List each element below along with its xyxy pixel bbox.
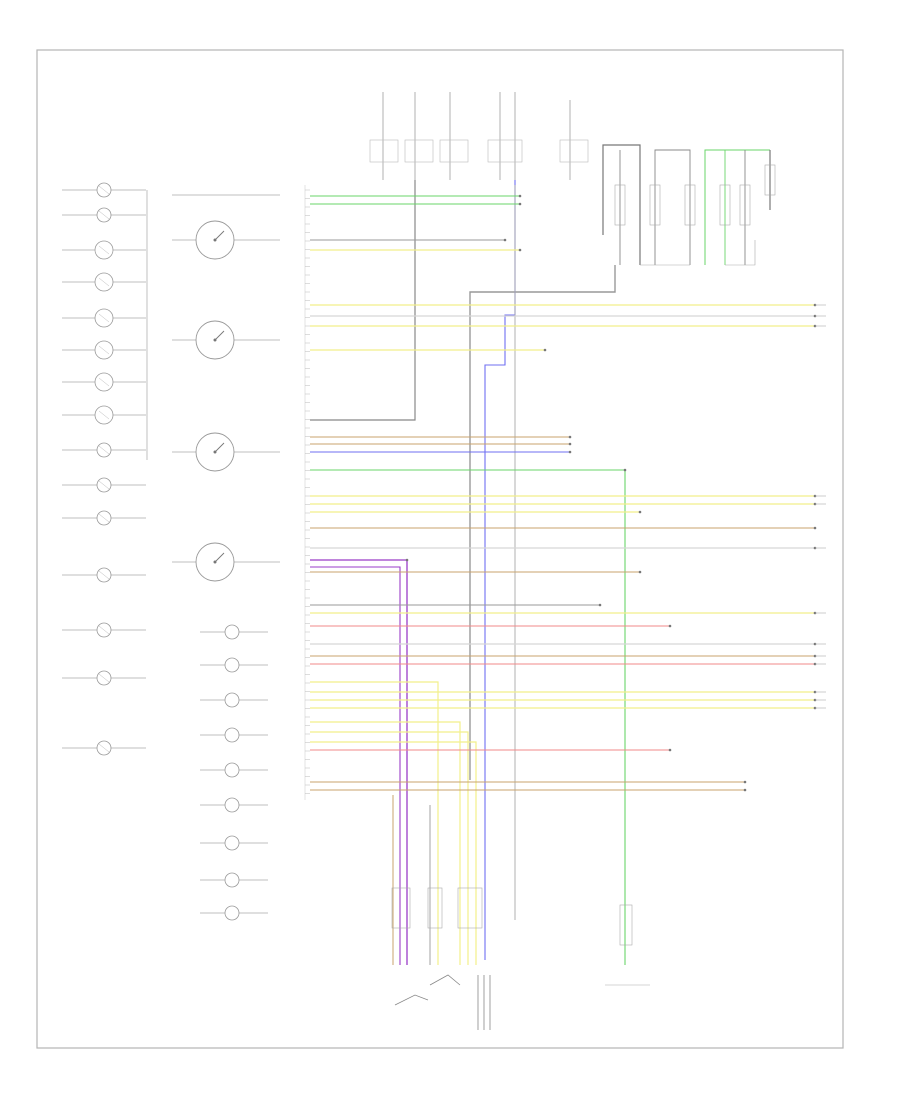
wire-terminal (405, 558, 409, 562)
indicator-lamp (62, 272, 146, 292)
indicator-lamp (200, 624, 268, 640)
indicator-lamp (62, 340, 146, 360)
wire-terminal (638, 510, 642, 514)
center-indicator-column (200, 624, 268, 921)
wire-terminal (813, 526, 817, 530)
bottom-connector-blocks (391, 887, 650, 1030)
connector-pins (305, 189, 310, 794)
wire-terminal (743, 788, 747, 792)
indicator-lamp (62, 567, 146, 583)
indicator-lamp (200, 905, 268, 921)
indicator-lamp (62, 405, 146, 425)
fuse-block-d (487, 139, 523, 163)
indicator-lamp (62, 240, 146, 260)
indicator-lamp (62, 740, 146, 756)
wire-terminal (568, 435, 572, 439)
left-indicator-column (62, 182, 146, 756)
indicator-lamp (200, 762, 268, 778)
indicator-lamp (62, 477, 146, 493)
top-right-switch-group (602, 144, 776, 266)
fuse-block-a (369, 139, 399, 163)
wire-terminal (638, 570, 642, 574)
diagram-frame (36, 49, 844, 1049)
fuse-block-b (404, 139, 434, 163)
indicator-lamp (62, 308, 146, 328)
indicator-lamp (62, 442, 146, 458)
top-fuse-feeds (369, 92, 589, 180)
indicator-lamp (200, 872, 268, 888)
wire-terminal (598, 603, 602, 607)
gauge-column (172, 194, 280, 582)
wire-terminal (543, 348, 547, 352)
indicator-lamp (62, 670, 146, 686)
harness-wires (310, 194, 817, 792)
fuse-block-e (559, 139, 589, 163)
fuel-gauge (172, 542, 280, 582)
wire-terminal (568, 450, 572, 454)
indicator-lamp (200, 727, 268, 743)
wire-terminal (623, 468, 627, 472)
wire-terminal (668, 748, 672, 752)
wire-terminal (743, 780, 747, 784)
indicator-lamp (200, 835, 268, 851)
wire-terminal (668, 624, 672, 628)
tachometer (172, 320, 280, 360)
indicator-lamp (62, 182, 146, 198)
indicator-lamp (62, 207, 146, 223)
indicator-lamp (200, 797, 268, 813)
indicator-lamp (62, 510, 146, 526)
indicator-lamp (62, 372, 146, 392)
coolant-temp-gauge (172, 220, 280, 260)
wire-terminal (568, 442, 572, 446)
right-connector-stubs (815, 304, 826, 709)
speedometer (172, 432, 280, 472)
indicator-lamp (62, 622, 146, 638)
wire-terminal (518, 248, 522, 252)
indicator-lamp (200, 692, 268, 708)
fuse-block-c (439, 139, 469, 163)
wire-terminal (518, 202, 522, 206)
wire-terminal (518, 194, 522, 198)
indicator-lamp (200, 657, 268, 673)
wire-terminal (503, 238, 507, 242)
